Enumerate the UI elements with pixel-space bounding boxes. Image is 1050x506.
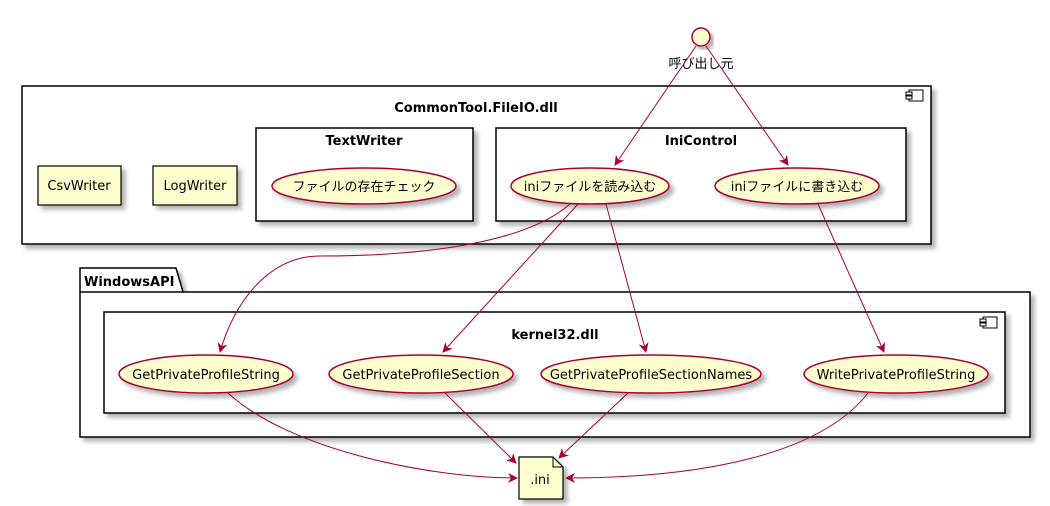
actor-label: 呼び出し元 (668, 57, 733, 72)
class-logwriter-label: LogWriter (164, 179, 228, 194)
usecase-get-section: GetPrivateProfileSection (328, 354, 514, 394)
edge-actor-to-ini-read (614, 45, 697, 166)
class-logwriter: LogWriter (152, 165, 238, 206)
usecase-file-exists-label: ファイルの存在チェック (292, 180, 435, 195)
actor-circle-icon (691, 27, 711, 47)
component-commontool-title: CommonTool.FileIO.dll (394, 101, 558, 116)
component-kernel32-title: kernel32.dll (511, 328, 598, 343)
edge-write-string-to-ini (565, 392, 869, 483)
artifact-ini: .ini (518, 456, 564, 500)
edges (217, 45, 885, 483)
edge-ini-write-to-write-string (817, 203, 885, 353)
package-textwriter-title: TextWriter (326, 134, 404, 149)
usecase-ini-write: iniファイルに書き込む (714, 167, 880, 205)
class-csvwriter: CsvWriter (37, 165, 122, 206)
usecase-file-exists: ファイルの存在チェック (271, 167, 457, 205)
folded-note-icon (518, 456, 564, 500)
component-icon (979, 316, 998, 329)
edge-ini-read-to-get-section (442, 203, 579, 353)
artifact-ini-label: .ini (530, 473, 550, 488)
edge-get-string-to-ini (227, 392, 518, 483)
usecase-write-string: WritePrivateProfileString (803, 354, 989, 394)
package-windowsapi-title: WindowsAPI (84, 275, 174, 290)
actor-caller: 呼び出し元 (668, 27, 734, 72)
edge-get-section-names-to-ini (558, 392, 629, 459)
class-csvwriter-label: CsvWriter (47, 179, 111, 194)
package-inicontrol-title: IniControl (665, 134, 737, 149)
edge-ini-read-to-get-section-names (605, 203, 649, 353)
usecase-ini-read: iniファイルを読み込む (510, 167, 670, 205)
usecase-write-string-label: WritePrivateProfileString (817, 368, 976, 383)
usecase-get-section-names-label: GetPrivateProfileSectionNames (550, 368, 753, 383)
edge-get-section-to-ini (444, 392, 517, 464)
usecase-get-string: GetPrivateProfileString (118, 354, 294, 394)
usecase-get-section-label: GetPrivateProfileSection (342, 368, 499, 383)
usecase-get-section-names: GetPrivateProfileSectionNames (540, 354, 762, 394)
usecase-ini-write-label: iniファイルに書き込む (731, 180, 863, 195)
usecase-get-string-label: GetPrivateProfileString (132, 368, 280, 383)
component-icon (905, 89, 924, 102)
edge-actor-to-ini-write (705, 45, 789, 166)
usecase-ini-read-label: iniファイルを読み込む (524, 179, 656, 195)
edge-ini-read-to-get-string (217, 203, 571, 353)
